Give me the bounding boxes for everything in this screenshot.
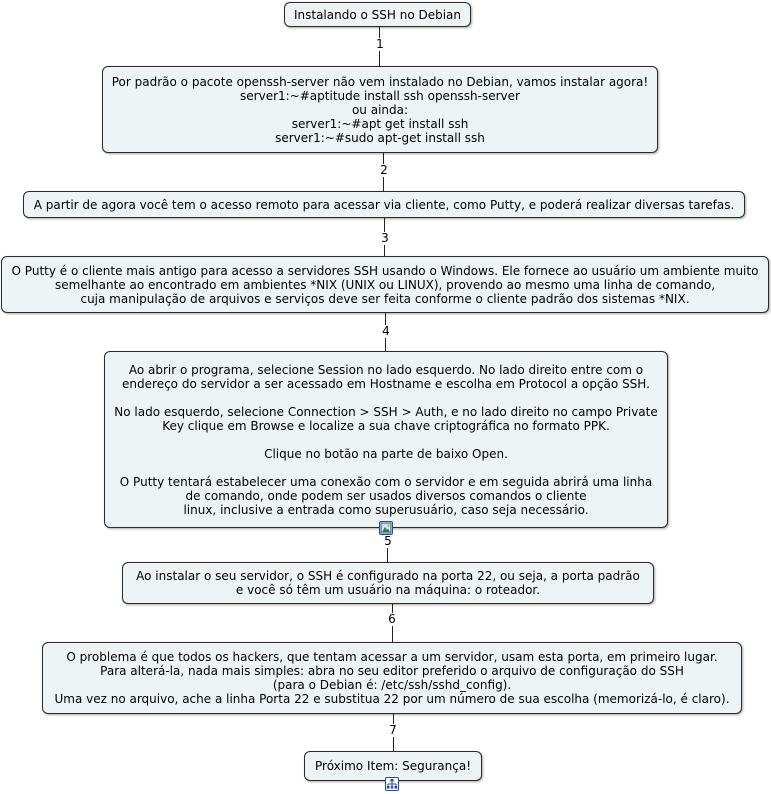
node-text-line: (para o Debian é: /etc/ssh/sshd_config). [272,678,512,692]
concept-remote-access[interactable]: A partir de agora você tem o acesso remo… [23,191,745,218]
concept-putty-usage[interactable]: Ao abrir o programa, selecione Session n… [104,351,668,528]
link-label-3: 3 [380,231,390,245]
node-text-line: de comando, onde podem ser usados divers… [185,488,587,503]
node-text-line: Para alterá-la, nada mais simples: abra … [100,664,684,678]
node-text-line: linux, inclusive a entrada como superusu… [183,502,589,517]
concept-title[interactable]: Instalando o SSH no Debian [284,2,471,27]
node-text-line: endereço do servidor a ser acessado em H… [122,376,650,391]
link-label-1: 1 [375,37,385,51]
concept-install-openssh[interactable]: Por padrão o pacote openssh-server não v… [102,66,658,153]
connector-5 [387,537,388,562]
node-text-line: Próximo Item: Segurança! [315,759,471,773]
concept-putty-client[interactable]: O Putty é o cliente mais antigo para ace… [1,256,769,313]
node-text-line: O problema é que todos os hackers, que t… [66,650,718,664]
link-label-2: 2 [379,163,389,177]
image-icon[interactable] [379,521,393,535]
concept-change-port[interactable]: O problema é que todos os hackers, que t… [42,642,742,714]
link-label-4: 4 [381,324,391,338]
link-label-7: 7 [388,723,398,737]
node-text-line: Clique no botão na parte de baixo Open. [264,446,508,461]
node-text-line: e você só têm um usuário na máquina: o r… [235,583,541,597]
node-text-line: server1:~#sudo apt-get install ssh [275,130,485,145]
link-label-6: 6 [387,612,397,626]
concept-default-port[interactable]: Ao instalar o seu servidor, o SSH é conf… [122,562,654,604]
node-text-line: Ao instalar o seu servidor, o SSH é conf… [136,569,640,583]
node-text-line: O Putty tentará estabelecer uma conexão … [119,474,653,489]
node-text-line: server1:~#apt get install ssh [291,116,469,131]
node-text-line: cuja manipulação de arquivos e serviços … [80,291,690,306]
node-text-line: server1:~#aptitude install ssh openssh-s… [240,88,520,103]
node-text-line: ou ainda: [351,102,409,117]
node-text-line: Por padrão o pacote openssh-server não v… [111,74,649,89]
sitemap-icon[interactable] [385,777,399,791]
node-text-line: Ao abrir o programa, selecione Session n… [128,362,644,377]
node-text-line: semelhante ao encontrado em ambientes *N… [54,277,716,292]
node-text-line: Key clique em Browse e localize a sua ch… [162,418,610,433]
node-text-line: A partir de agora você tem o acesso remo… [33,197,735,212]
node-text-line: Uma vez no arquivo, ache a linha Porta 2… [54,692,730,706]
node-text-line: Instalando o SSH no Debian [293,7,462,22]
node-text-line: O Putty é o cliente mais antigo para ace… [11,263,759,278]
link-label-5: 5 [383,534,393,548]
node-text-line: No lado esquerdo, selecione Connection >… [114,404,658,419]
